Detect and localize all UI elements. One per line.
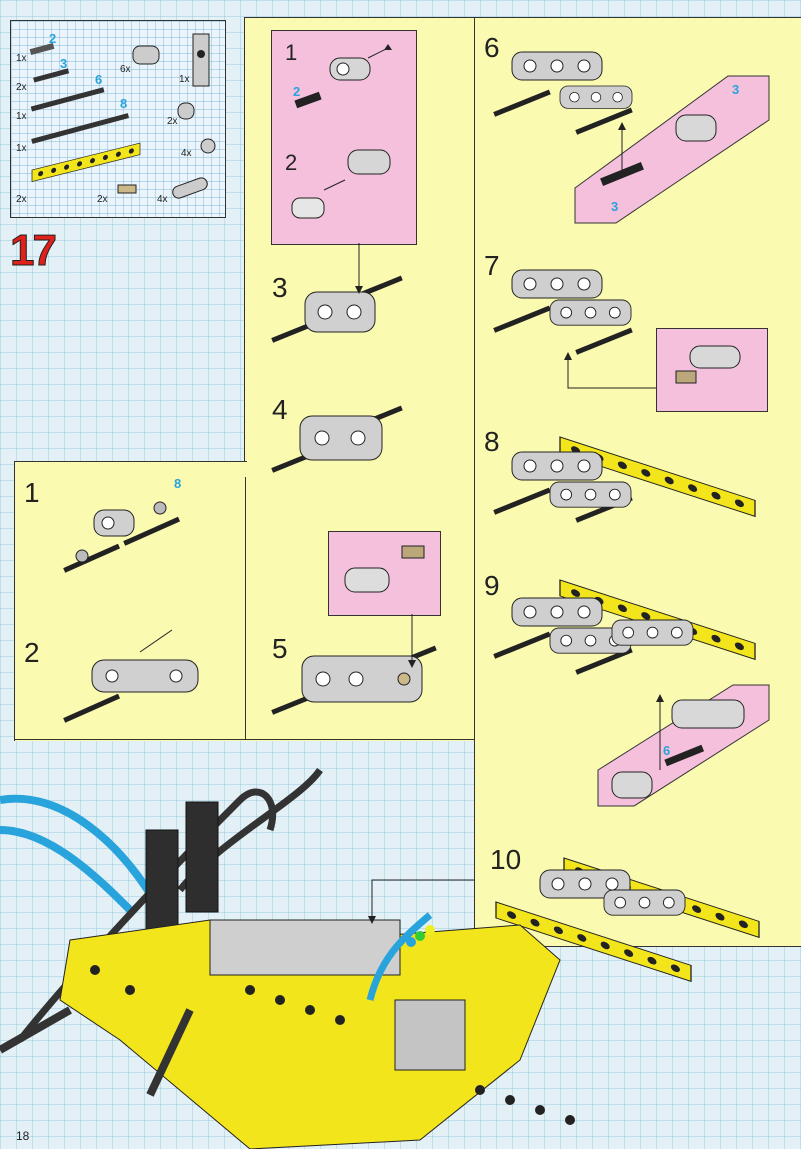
- callout-step7-part: [656, 328, 768, 412]
- part-qty: 1x: [16, 143, 27, 154]
- part-qty: 2x: [167, 116, 178, 127]
- right-step-7: 7: [484, 250, 500, 281]
- part-qty: 4x: [157, 194, 168, 205]
- part-qty: 1x: [16, 111, 27, 122]
- mid-step-5: 5: [272, 633, 288, 664]
- part-qty: 1x: [16, 53, 27, 64]
- axle-length-label: 6: [663, 743, 671, 758]
- right-panel-lower-border: [474, 739, 475, 947]
- left-mid-divider: [245, 477, 246, 739]
- part-qty: 2x: [97, 194, 108, 205]
- mid-step-3: 3: [272, 272, 288, 303]
- part-length-label: 2: [49, 31, 57, 46]
- axle-length-label: 3: [732, 82, 740, 97]
- panel-top-border: [244, 17, 801, 18]
- page-number: 18: [16, 1129, 30, 1143]
- left-step-2: 2: [24, 637, 40, 668]
- right-panel-bottom-border: [474, 946, 801, 947]
- part-qty: 2x: [16, 194, 27, 205]
- part-qty: 1x: [179, 74, 190, 85]
- right-step-8: 8: [484, 426, 500, 457]
- part-length-label: 3: [60, 56, 68, 71]
- right-step-6: 6: [484, 32, 500, 63]
- part-qty: 4x: [181, 148, 192, 159]
- sub-step-2: 2: [285, 150, 298, 175]
- right-step-10: 10: [490, 844, 522, 875]
- part-length-label: 8: [120, 96, 128, 111]
- axle-length-label: 8: [174, 476, 182, 491]
- right-step-9: 9: [484, 570, 500, 601]
- mid-step-4: 4: [272, 394, 288, 425]
- sub-step-1: 1: [285, 40, 298, 65]
- axle-length-label: 2: [293, 84, 301, 99]
- panel-bottom-border: [14, 739, 475, 740]
- part-qty: 2x: [16, 82, 27, 93]
- part-length-label: 6: [95, 72, 103, 87]
- step-number: 17: [10, 226, 58, 276]
- part-qty: 6x: [120, 64, 131, 75]
- left-step-1: 1: [24, 477, 40, 508]
- left-panel-top: [14, 461, 245, 462]
- left-panel: [14, 461, 247, 741]
- axle-length-label: 3: [611, 199, 619, 214]
